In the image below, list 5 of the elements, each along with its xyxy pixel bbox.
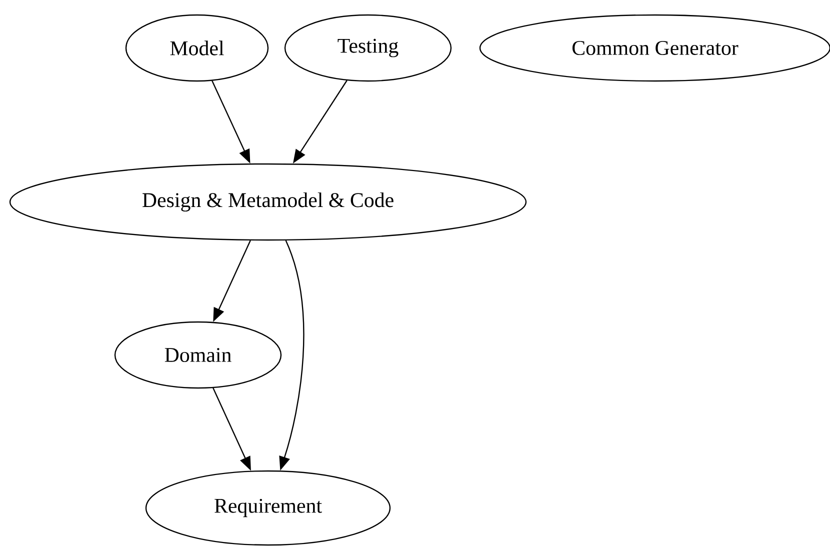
ellipse-node: Domain [114, 321, 282, 389]
ellipse-node: Model [125, 14, 269, 82]
ellipse-node: Requirement [145, 470, 391, 546]
ellipse-node: Design & Metamodel & Code [9, 163, 527, 241]
ellipse-node: Testing [284, 14, 452, 82]
